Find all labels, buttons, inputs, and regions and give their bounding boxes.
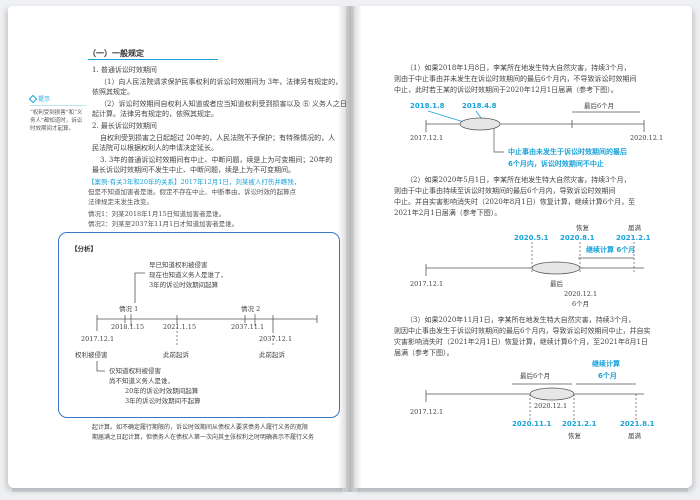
marker-sue-2: 此前起诉 [259, 350, 286, 359]
para-3b: 民法院可以根据权利人的申请决定延长。 [92, 144, 218, 152]
d3-continue-2: 6个月 [598, 371, 617, 380]
d1-note-1: 中止事由未发生于诉讼时效期间的最后 [508, 147, 627, 156]
d1-note-2: 6个月内，诉讼时效期间不中止 [508, 159, 604, 168]
p2-line-1: （2）如果2020年5月1日，李某所在地发生特大自然灾害，持续3个月， [406, 176, 631, 184]
para-2b: 起计算。法律另有规定的，依照其规定。 [92, 110, 218, 118]
p1-line-3: 中止，此时若王某的诉讼时效期间于2020年12月1日届满（参考下图）。 [394, 86, 618, 94]
date-2018-1-15: 2018.1.15 [111, 323, 144, 331]
d2-last: 最后 [550, 279, 564, 288]
tip-label: 提示 [38, 96, 51, 103]
right-page: （1）如果2018年1月8日，李某所在地发生特大自然灾害，持续3个月， 则由于中… [354, 6, 692, 488]
p1-line-1: （1）如果2018年1月8日，李某所在地发生特大自然灾害，持续3个月， [406, 64, 631, 72]
d3-date-a: 2020.11.1 [512, 420, 552, 428]
case-line-3: 法律规定未发生改变。 [88, 198, 153, 206]
diagram-1: 2018.1.8 2018.4.8 最后6个月 2017.12.1 2020.1… [410, 101, 663, 168]
tip-header: 提示 [28, 94, 86, 103]
top-note-arrow [134, 272, 145, 303]
d1-last-6-months: 最后6个月 [584, 101, 614, 110]
analysis-label: 【分析】 [71, 244, 97, 253]
d2-date-a: 2020.5.1 [514, 234, 549, 242]
left-page: （一）一般规定 1. 普通诉讼时效期间 （1）向人民法院请求保护民事权利的诉讼时… [8, 6, 346, 488]
p2-line-2: 则由于中止事由持续至诉讼时效期间的最后6个月内，导致诉讼时效期间 [394, 187, 616, 195]
d2-bottom-date: 2020.12.1 [564, 290, 597, 298]
book-spread: （一）一般规定 1. 普通诉讼时效期间 （1）向人民法院请求保护民事权利的诉讼时… [8, 6, 692, 496]
case2-label: 情况 2 [241, 304, 260, 313]
d3-last-6: 最后6个月 [520, 371, 550, 380]
footer-line-b: 期届满之日起计算，但债务人在债权人第一次向其主张权利之时明确表示不履行义务 [92, 434, 315, 441]
marker-infringed: 权利被侵害 [75, 350, 108, 359]
date-2037-12-1: 2037.12.1 [259, 335, 292, 343]
diagram-2: 恢复 届满 2020.5.1 2020.8.1 2021.2.1 继续计算 6个… [410, 223, 651, 308]
p3-line-3: 灾害影响消失时（2021年2月1日）恢复计算，继续计算6个月，至2021年8月1… [394, 338, 648, 346]
p2-line-4: 2021年2月1日届满（参考下图）。 [394, 209, 502, 217]
d1-disaster-period [459, 117, 501, 131]
d2-date-b: 2020.8.1 [560, 234, 595, 242]
para-4b: 最长诉讼时效期间不发生中止、中断问题，续是上为不可变期间。 [92, 166, 295, 174]
d3-disaster-period [529, 387, 575, 401]
marker-sue-1: 此前起诉 [163, 350, 190, 359]
d3-mid-date: 2020.12.1 [534, 402, 567, 410]
diamond-icon [28, 94, 38, 103]
p3-line-2: 则因中止事由发生于诉讼时效期间的最后6个月内，导致诉讼时效期间中止，并自实 [394, 327, 651, 335]
top-note-2: 现在也知道义务人是谁了， [149, 270, 227, 279]
bottom-note-4: 3年的诉讼时效期间不起算 [125, 396, 201, 405]
case-line-1: 【案例·有关3年和20年的关系】2017年12月1日，刘某被人打伤并瞧残， [88, 178, 301, 186]
p1-line-2: 则由于中止事由并未发生在诉讼时效期间的最后6个月内，不导致诉讼时效期间 [394, 75, 637, 83]
d2-left-date: 2017.12.1 [410, 280, 443, 288]
date-2037-11-1: 2037.11.1 [231, 323, 264, 331]
d2-disaster-period [531, 261, 581, 275]
p3-line-1: （3）如果2020年11月1日，李某所在地发生特大自然灾害，持续3个月， [406, 316, 636, 324]
d1-start-pointer [427, 110, 465, 123]
tip-box: 提示 “权利受到损害”和“义务人”都知道时，诉讼时效期间才起算。 [28, 94, 86, 133]
top-note-1: 早已知道权利被侵害 [149, 260, 208, 269]
case-line-5: 情况2：刘某至2037年11月1日才知道加害者是谁。 [88, 220, 239, 228]
footer-line-a: 起计算。如不确定履行期限的，诉讼时效期间从债权人要求债务人履行义务的宽限 [92, 424, 309, 431]
d3-recover: 恢复 [568, 431, 582, 440]
heading-ordinary-limitation: 1. 普通诉讼时效期间 [92, 66, 157, 74]
para-3a: 自权利受到损害之日起超过 20年的，人民法院不予保护；有特殊情况的，人 [100, 134, 336, 142]
bottom-note-3: 20年的诉讼时效期间起算 [125, 386, 199, 395]
book-spine [338, 6, 362, 492]
case1-label: 情况 1 [119, 304, 138, 313]
p2-line-3: 中止。并自实害影响消失时（2020年8月1日）恢复计算，继续计算6个月，至 [394, 198, 636, 206]
d1-left-date: 2017.12.1 [410, 134, 443, 142]
d2-six-months: 6个月 [572, 300, 589, 308]
analysis-box: 【分析】 早已知道权利被侵害 现在也知道义务人是谁了， 3年的诉讼时效期间起算 … [58, 232, 340, 418]
bottom-note-1: 仅知道权利被侵害 [109, 366, 162, 375]
bottom-note-arrow [96, 361, 105, 372]
top-note-3: 3年的诉讼时效期间起算 [149, 280, 219, 289]
d1-end-date: 2018.4.8 [462, 102, 497, 110]
date-2017-12-1: 2017.12.1 [81, 335, 114, 343]
date-2021-1-15: 2021.1.15 [163, 323, 196, 331]
section-title: （一）一般规定 [88, 48, 218, 60]
d1-start-date: 2018.1.8 [410, 102, 445, 110]
d2-continue: 继续计算 6个月 [586, 245, 635, 254]
case-line-2: 但是不知道加害者是谁。假定不存在中止、中断事由，诉讼时效的起算点 [88, 188, 296, 196]
p3-line-4: 届满（参考下图）。 [394, 349, 454, 357]
para-4a: 3. 3年的普通诉讼时效期间有中止、中断问题，续是上为可变期间；20年的 [100, 156, 333, 164]
page-stack-right [358, 486, 688, 492]
diagram-3: 继续计算 6个月 最后6个月 2017.12.1 2020.12.1 2020.… [410, 359, 655, 440]
d3-continue-1: 继续计算 [592, 359, 620, 368]
page-stack-left [12, 486, 342, 492]
d1-right-date: 2020.12.1 [630, 134, 663, 142]
tip-body: “权利受到损害”和“义务人”都知道时，诉讼时效期间才起算。 [30, 110, 83, 132]
d1-note-arrow [493, 128, 504, 153]
d2-recover: 恢复 [576, 223, 590, 232]
para-1b: 依照其规定。 [92, 88, 134, 96]
bottom-note-2: 尚不知道义务人是谁， [109, 376, 174, 385]
tip-rule [30, 105, 86, 106]
heading-longest-limitation: 2. 最长诉讼时效期间 [92, 122, 157, 130]
d2-date-c: 2021.2.1 [616, 234, 651, 242]
para-2a: （2）诉讼时效期间自权利人知道或者应当知道权利受到损害以及 ㊄ 义务人之日 [100, 100, 346, 108]
para-1a: （1）向人民法院请求保护民事权利的诉讼时效期间为 3年，法律另有规定的， [100, 78, 343, 86]
d3-left-date: 2017.12.1 [410, 408, 443, 416]
d2-expire: 届满 [628, 223, 642, 232]
d3-date-c: 2021.8.1 [620, 420, 655, 428]
case-line-4: 情况1：刘某2018年1月15日知道加害者是谁。 [88, 210, 226, 218]
analysis-diagram: 【分析】 早已知道权利被侵害 现在也知道义务人是谁了， 3年的诉讼时效期间起算 … [71, 244, 318, 405]
d3-expire: 届满 [628, 431, 642, 440]
d3-date-b: 2021.2.1 [562, 420, 597, 428]
